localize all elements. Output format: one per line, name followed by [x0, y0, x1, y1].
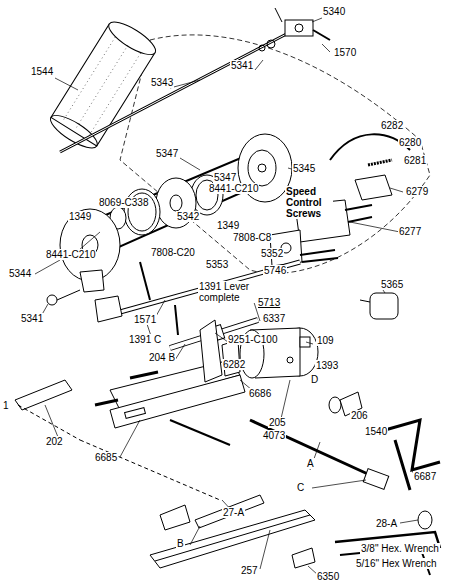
callout-number: 28-A [375, 518, 398, 529]
callout-number: 5352 [260, 248, 284, 259]
callout-number: 6687 [413, 471, 437, 482]
callout-number: 1349 [216, 220, 240, 231]
callout-number: 5341 [230, 60, 254, 71]
callout-number: 5342 [176, 211, 200, 222]
callout-number: 6279 [405, 186, 429, 197]
callout-number: 8441-C210 [208, 183, 259, 194]
callout-number: 206 [350, 410, 369, 421]
callout-number: 5/16" Hex Wrench [355, 558, 438, 569]
callout-number: 6280 [398, 137, 422, 148]
callout-number: 1 [2, 400, 10, 411]
callout-number: 5746 [263, 265, 287, 276]
callout-number: 5340 [322, 6, 346, 17]
callout-number: 109 [316, 335, 335, 346]
callout-number: 5347 [155, 148, 179, 159]
callout-number: 5341 [20, 313, 44, 324]
callout-number: 8069-C338 [98, 197, 149, 208]
callout-number: 6337 [262, 313, 286, 324]
callout-number: C [296, 482, 305, 493]
callout-number: 1391 Lever complete [198, 281, 260, 303]
callout-number: 1540 [364, 426, 388, 437]
callout-number: 1393 [315, 360, 339, 371]
callout-number: 6277 [398, 226, 422, 237]
callout-number: 257 [240, 565, 259, 576]
callout-number: 5343 [150, 77, 174, 88]
callout-number: 5713 [257, 297, 281, 308]
callout-number: 9251-C100 [227, 334, 278, 345]
callout-number: 7808-C8 [232, 232, 272, 243]
callout-number: 1391 C [128, 334, 162, 345]
callout-number: 6282 [380, 120, 404, 131]
callout-number: 1570 [333, 47, 357, 58]
callout-number: 6281 [403, 155, 427, 166]
callout-number: 6685 [94, 452, 118, 463]
callout-number: 202 [45, 436, 64, 447]
callout-number: 4073 [262, 430, 286, 441]
callout-number: 3/8" Hex. Wrench [360, 543, 440, 554]
callout-number: 1544 [30, 66, 54, 77]
callout-number: 5345 [292, 163, 316, 174]
note-label: Speed Control Screws [285, 186, 333, 219]
callout-number: 5344 [8, 268, 32, 279]
callout-number: D [310, 374, 319, 385]
callout-number: 1349 [68, 211, 92, 222]
callout-number: 6350 [316, 571, 340, 582]
callout-number: 7808-C20 [150, 247, 196, 258]
callout-number: 205 [268, 417, 287, 428]
callout-number: 27-A [222, 507, 245, 518]
callout-number: 8441-C210 [45, 249, 96, 260]
callout-number: A [306, 458, 315, 469]
callout-number: 1571 [133, 314, 157, 325]
callout-number: B [176, 538, 185, 549]
callout-number: 5365 [380, 279, 404, 290]
callout-number: 5353 [205, 259, 229, 270]
callout-number: 6282 [222, 359, 246, 370]
callout-number: 6686 [248, 388, 272, 399]
callout-number: 5347 [213, 172, 237, 183]
callout-number: 204 B [148, 352, 176, 363]
